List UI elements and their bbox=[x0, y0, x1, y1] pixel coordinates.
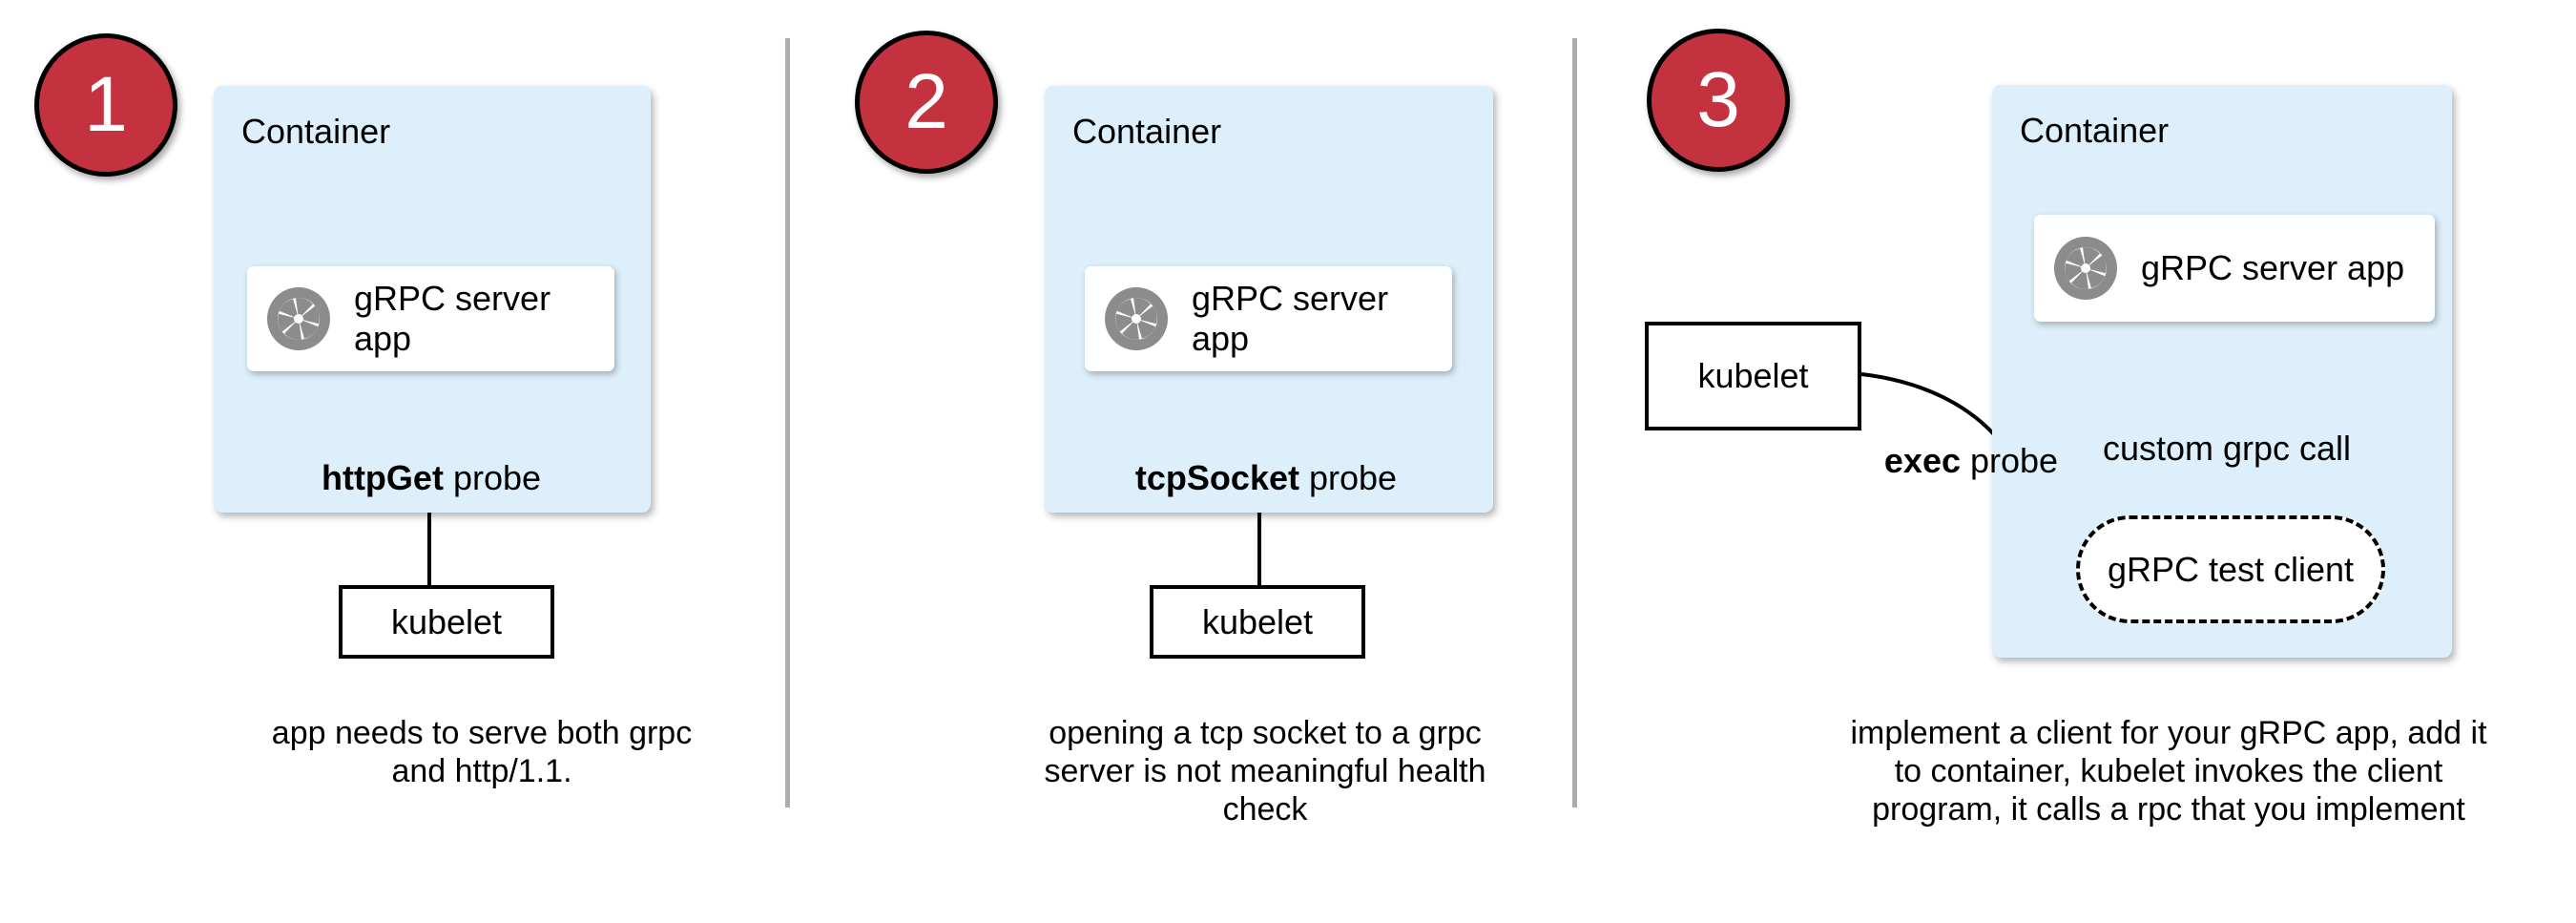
caption-3: implement a client for your gRPC app, ad… bbox=[1787, 714, 2550, 829]
probe-keyword: tcpSocket bbox=[1134, 458, 1299, 497]
grpc-test-client-label: gRPC test client bbox=[2107, 549, 2355, 589]
grpc-test-client-oval: gRPC test client bbox=[2076, 515, 2385, 623]
caption-line: to container, kubelet invokes the client bbox=[1894, 753, 2443, 789]
step-badge-3: 3 bbox=[1647, 29, 1790, 172]
caption-line: implement a client for your gRPC app, ad… bbox=[1850, 715, 2487, 751]
exec-probe-label: exec probe bbox=[1828, 442, 2114, 480]
aperture-icon bbox=[2054, 237, 2117, 300]
grpc-server-app-label: gRPC server app bbox=[2141, 248, 2405, 287]
grpc-server-app-box-1: gRPC server app bbox=[247, 266, 614, 371]
aperture-icon bbox=[267, 287, 330, 350]
container-label: Container bbox=[2020, 111, 2170, 150]
step-number: 3 bbox=[1696, 56, 1740, 143]
kubelet-label: kubelet bbox=[1201, 601, 1314, 641]
custom-grpc-call-label: custom grpc call bbox=[2084, 430, 2370, 468]
probe-keyword: exec bbox=[1883, 441, 1961, 480]
aperture-icon bbox=[1105, 287, 1168, 350]
httpget-probe-label: httpGet probe bbox=[288, 459, 574, 497]
kubelet-box-1: kubelet bbox=[339, 585, 554, 659]
container-label: Container bbox=[1072, 112, 1222, 151]
step-number: 1 bbox=[84, 61, 128, 148]
caption-line: and http/1.1. bbox=[391, 753, 572, 789]
grpc-server-app-label: gRPC server app bbox=[1192, 279, 1389, 358]
step-badge-1: 1 bbox=[34, 33, 177, 177]
probe-keyword: httpGet bbox=[321, 458, 444, 497]
caption-1: app needs to serve both grpc and http/1.… bbox=[243, 714, 720, 790]
kubelet-label: kubelet bbox=[1697, 356, 1809, 395]
step-badge-2: 2 bbox=[855, 31, 998, 174]
probe-word: probe bbox=[443, 458, 542, 497]
grpc-server-app-box-2: gRPC server app bbox=[1085, 266, 1452, 371]
caption-line: server is not meaningful health bbox=[1044, 753, 1486, 789]
caption-2: opening a tcp socket to a grpc server is… bbox=[979, 714, 1551, 829]
grpc-server-app-label: gRPC server app bbox=[354, 279, 551, 358]
probe-word: probe bbox=[1961, 441, 2059, 480]
caption-line: check bbox=[1222, 791, 1308, 828]
grpc-server-app-box-3: gRPC server app bbox=[2034, 215, 2435, 322]
kubelet-label: kubelet bbox=[390, 601, 503, 641]
kubelet-box-3: kubelet bbox=[1645, 322, 1861, 430]
caption-line: program, it calls a rpc that you impleme… bbox=[1872, 791, 2465, 828]
caption-line: opening a tcp socket to a grpc bbox=[1049, 715, 1482, 751]
probe-word: probe bbox=[1298, 458, 1398, 497]
panel-divider-1 bbox=[785, 38, 790, 808]
container-label: Container bbox=[241, 112, 391, 151]
caption-line: app needs to serve both grpc bbox=[271, 715, 693, 751]
tcpsocket-probe-label: tcpSocket probe bbox=[1099, 459, 1433, 497]
step-number: 2 bbox=[904, 58, 948, 145]
panel-divider-2 bbox=[1572, 38, 1577, 808]
kubelet-box-2: kubelet bbox=[1150, 585, 1365, 659]
